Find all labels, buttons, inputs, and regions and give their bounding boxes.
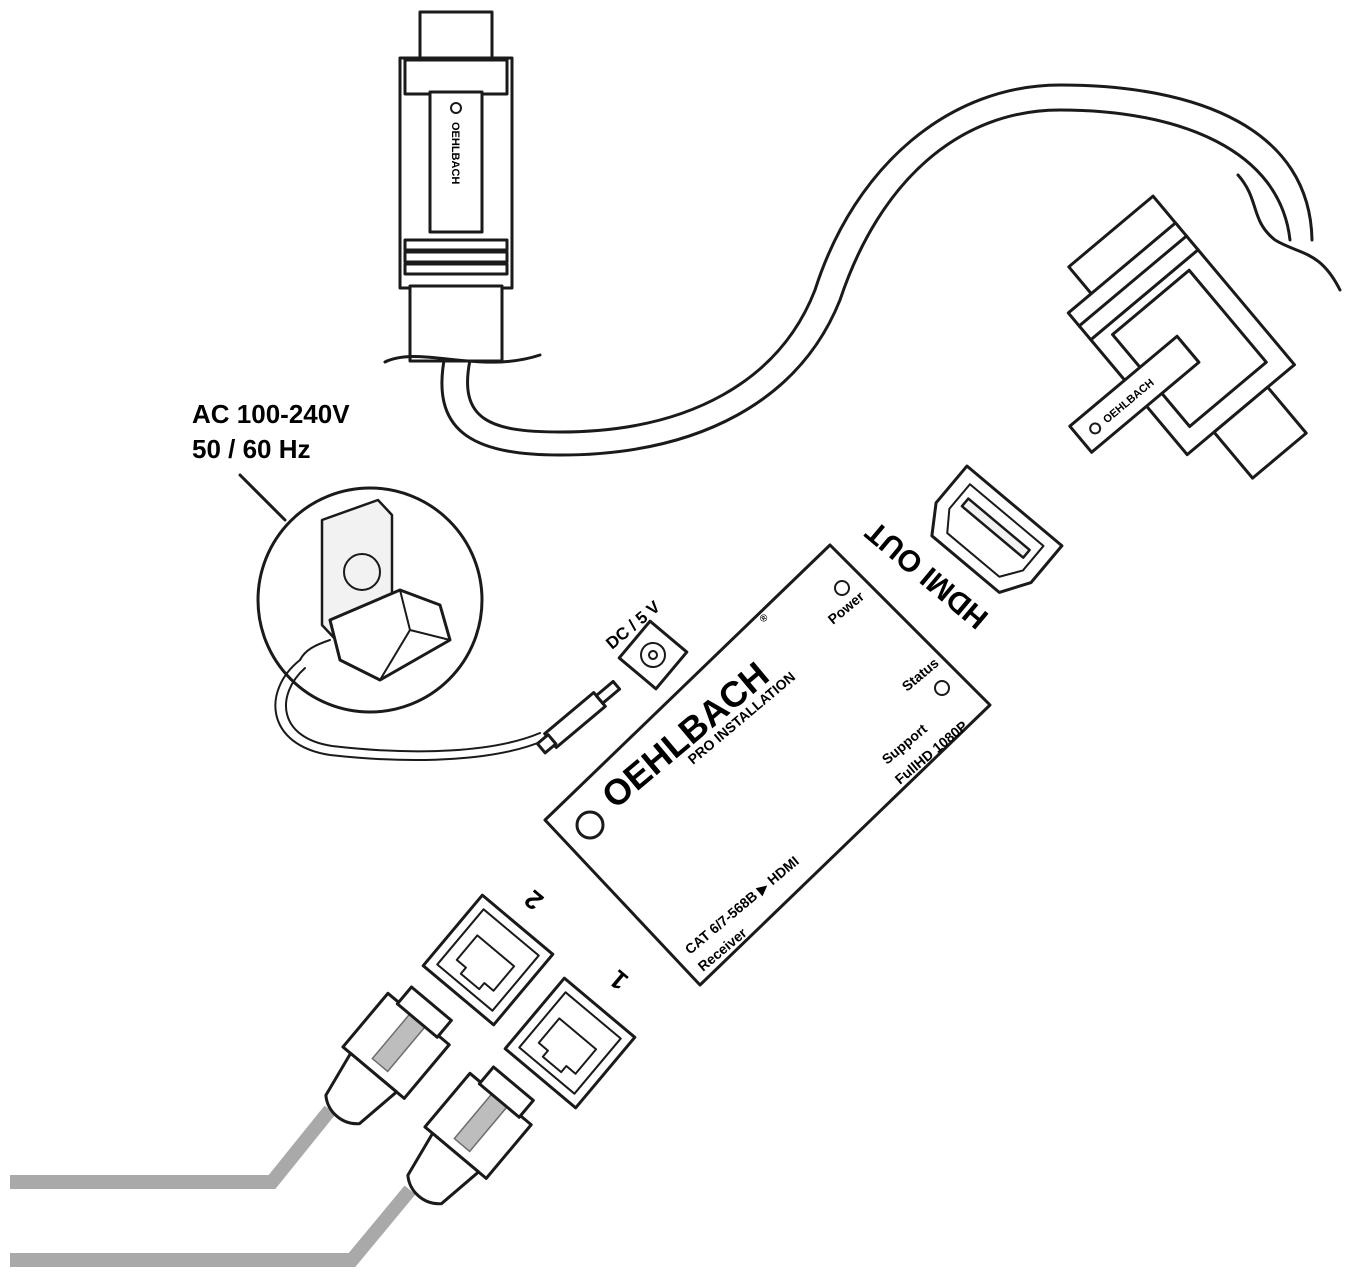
lan-port-2 xyxy=(421,893,555,1027)
lan-port-1-label: 1 xyxy=(603,964,633,996)
hdmi-out-socket xyxy=(930,464,1064,594)
oehlbach-ring-icon xyxy=(450,102,462,114)
lan-port-1 xyxy=(503,976,637,1110)
voltage-label: AC 100-240V xyxy=(192,399,350,429)
wall-socket-callout xyxy=(256,486,484,714)
lan-port-2-label: 2 xyxy=(518,884,548,916)
lan-cable-2 xyxy=(10,1065,535,1267)
hdmi-plug-top: OEHLBACH xyxy=(383,10,542,364)
hdmi-cable xyxy=(440,83,1314,457)
receiver-box xyxy=(543,543,992,987)
status-led xyxy=(934,680,950,696)
frequency-label: 50 / 60 Hz xyxy=(192,434,311,464)
lan-cable-1 xyxy=(10,985,453,1189)
hdmi-plug-right xyxy=(1066,194,1308,480)
oehlbach-logo-icon xyxy=(575,810,605,840)
dc-plug xyxy=(535,679,622,755)
power-led xyxy=(834,580,850,596)
hdmi-plug-top-brand: OEHLBACH xyxy=(449,122,461,184)
dc-socket xyxy=(617,619,689,691)
oehlbach-ring-icon-2 xyxy=(1089,422,1102,435)
